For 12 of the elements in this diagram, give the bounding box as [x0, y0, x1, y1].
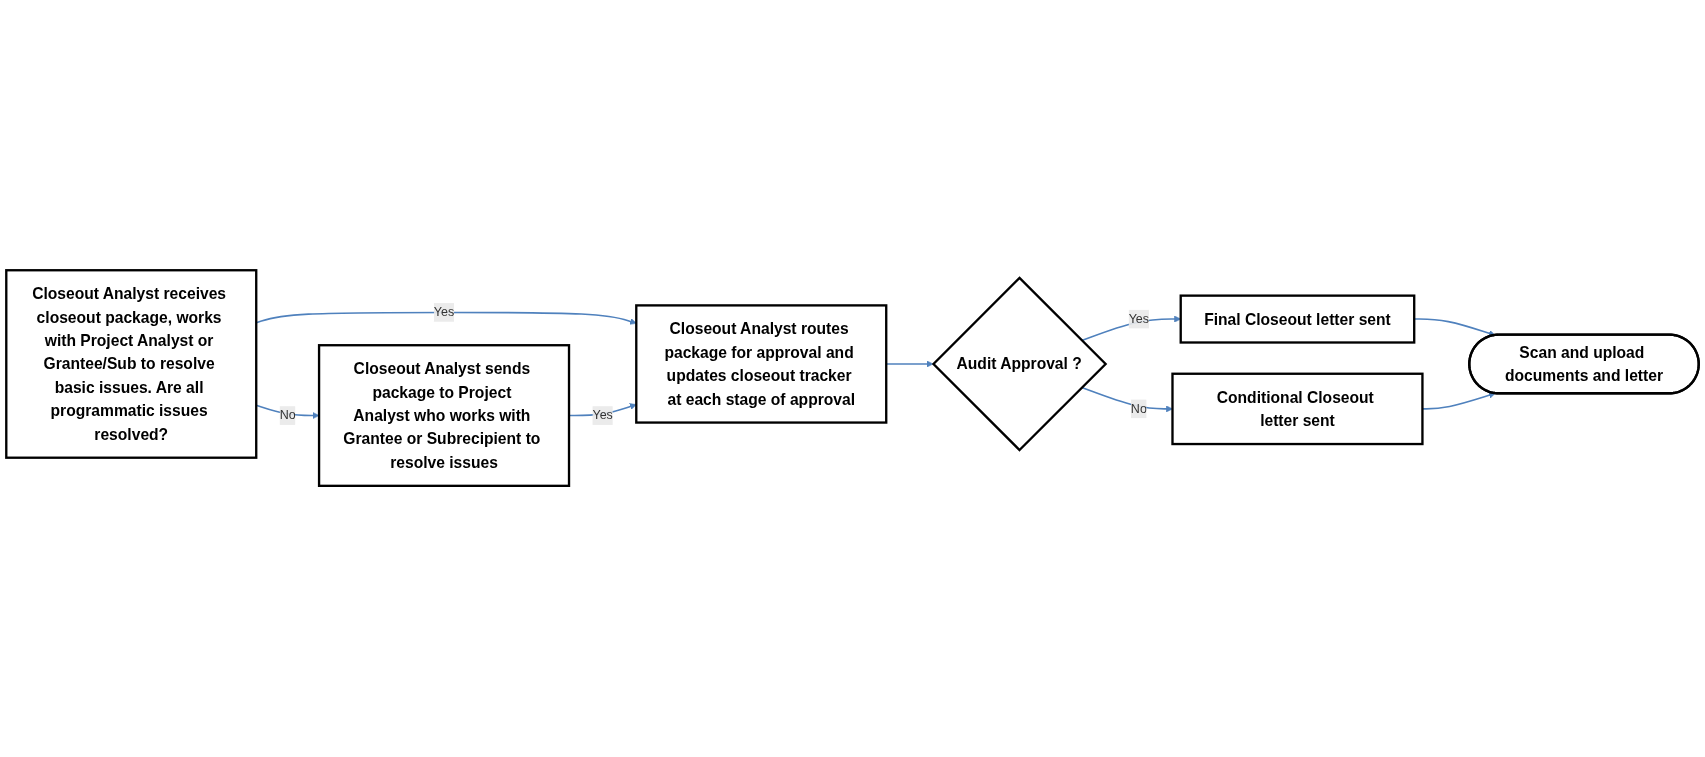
node-box: Closeout Analyst routes package for approval and updates closeout tracker at each stage of approval — [635, 304, 888, 425]
edge-label: No — [279, 408, 296, 423]
node-diamond: Audit Approval ? — [931, 276, 1108, 453]
arrow — [1080, 387, 1173, 413]
edge-label: Yes — [592, 408, 613, 423]
node-box: Closeout Analyst receives closeout package, works with Project Analyst or Grantee/Sub to resolve basic issues. Are all programmatic issues resolved? — [5, 269, 258, 460]
node-box: Conditional Closeout letter sent — [1171, 373, 1424, 446]
edge-label: Yes — [433, 305, 455, 320]
node-box: Closeout Analyst sends package to Project Analyst who works with Grantee or Subrecipient to resolve issues — [317, 344, 571, 488]
node-box: Final Closeout letter sent — [1179, 294, 1416, 345]
edge-label: No — [1130, 402, 1147, 416]
edge-label: Yes — [1128, 312, 1150, 326]
